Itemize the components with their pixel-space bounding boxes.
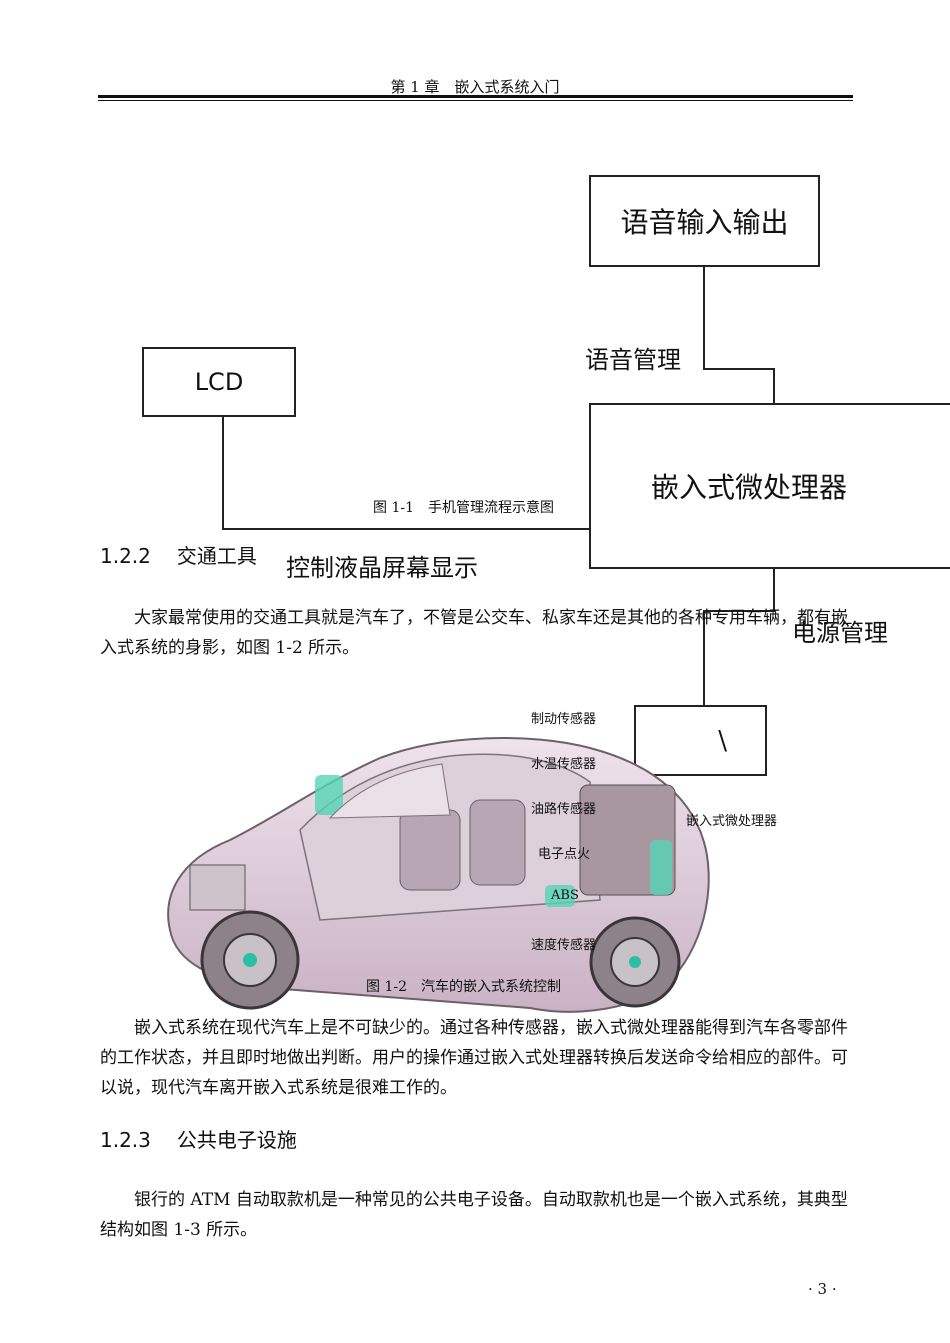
car-sensor-green-2 [545, 885, 575, 907]
car-label-abs: ABS [551, 888, 579, 903]
line-cpu-down [773, 568, 775, 612]
lcd-box: LCD [142, 347, 296, 417]
car-sensor-green-1 [315, 775, 343, 815]
line-lcd-down [222, 416, 224, 530]
section-number: 1.2.2 [100, 544, 151, 568]
line-lcd-to-cpu [222, 528, 592, 530]
car-label-oil-sensor: 油路传感器 [531, 802, 597, 817]
partial-box: \ [634, 705, 767, 776]
paragraph-1-text: 大家最常使用的交通工具就是汽车了，不管是公交车、私家车还是其他的各种专用车辆，都… [100, 608, 848, 658]
section-heading-1-2-3: 1.2.3 公共电子设施 [100, 1124, 297, 1153]
paragraph-2: 嵌入式系统在现代汽车上是不可缺少的。通过各种传感器，嵌入式微处理器能得到汽车各零… [100, 1013, 852, 1103]
section-heading-1-2-2: 1.2.2 交通工具 [100, 540, 257, 569]
page-number: · 3 · [808, 1280, 837, 1298]
lcd-ctrl-label: 控制液晶屏幕显示 [286, 554, 478, 582]
figure-1-2-caption: 图 1-2 汽车的嵌入式系统控制 [366, 979, 561, 995]
car-illustration [167, 736, 710, 1013]
cpu-box: 嵌入式微处理器 [589, 403, 950, 569]
line-voice-to-cpu [773, 368, 775, 405]
car-sensor-green-3 [650, 840, 672, 895]
section-title: 交通工具 [176, 544, 257, 568]
car-label-cpu: 嵌入式微处理器 [686, 814, 778, 829]
paragraph-3: 银行的 ATM 自动取款机是一种常见的公共电子设备。自动取款机也是一个嵌入式系统… [100, 1185, 852, 1245]
car-label-water-temp-sensor: 水温传感器 [531, 757, 597, 772]
car-radiator [189, 864, 246, 911]
paragraph-2-text: 嵌入式系统在现代汽车上是不可缺少的。通过各种传感器，嵌入式微处理器能得到汽车各零… [100, 1018, 848, 1098]
voice-io-box: 语音输入输出 [589, 175, 820, 267]
car-seat-rear [469, 799, 526, 886]
car-seat-front [399, 809, 461, 891]
line-power-horizontal [703, 610, 775, 612]
section-title: 公共电子设施 [176, 1128, 297, 1152]
rear-wheel [589, 916, 681, 1008]
partial-box-glyph: \ [718, 725, 727, 756]
line-voice-horizontal [703, 368, 775, 370]
front-wheel [200, 910, 300, 1010]
car-windshield [328, 763, 451, 819]
car-label-speed-sensor: 速度传感器 [531, 938, 597, 953]
figure-1-1-caption: 图 1-1 手机管理流程示意图 [373, 500, 554, 516]
line-power-down [703, 610, 705, 707]
header-rule-thick [98, 95, 853, 98]
paragraph-3-text: 银行的 ATM 自动取款机是一种常见的公共电子设备。自动取款机也是一个嵌入式系统… [100, 1190, 848, 1240]
car-label-brake-sensor: 制动传感器 [531, 712, 597, 727]
section-number: 1.2.3 [100, 1128, 151, 1152]
power-mgmt-label: 电源管理 [792, 619, 888, 647]
header-rule-thin [98, 100, 853, 101]
voice-mgmt-label: 语音管理 [585, 346, 681, 374]
running-header: 第 1 章 嵌入式系统入门 [390, 78, 560, 96]
car-label-ignition: 电子点火 [538, 847, 591, 862]
figure-1-1-diagram: 语音输入输出 LCD 嵌入式微处理器 \ 语音管理 控制液晶屏幕显示 电源管理 [142, 175, 950, 776]
paragraph-1: 大家最常使用的交通工具就是汽车了，不管是公交车、私家车还是其他的各种专用车辆，都… [100, 603, 852, 663]
line-voice-down [703, 266, 705, 370]
